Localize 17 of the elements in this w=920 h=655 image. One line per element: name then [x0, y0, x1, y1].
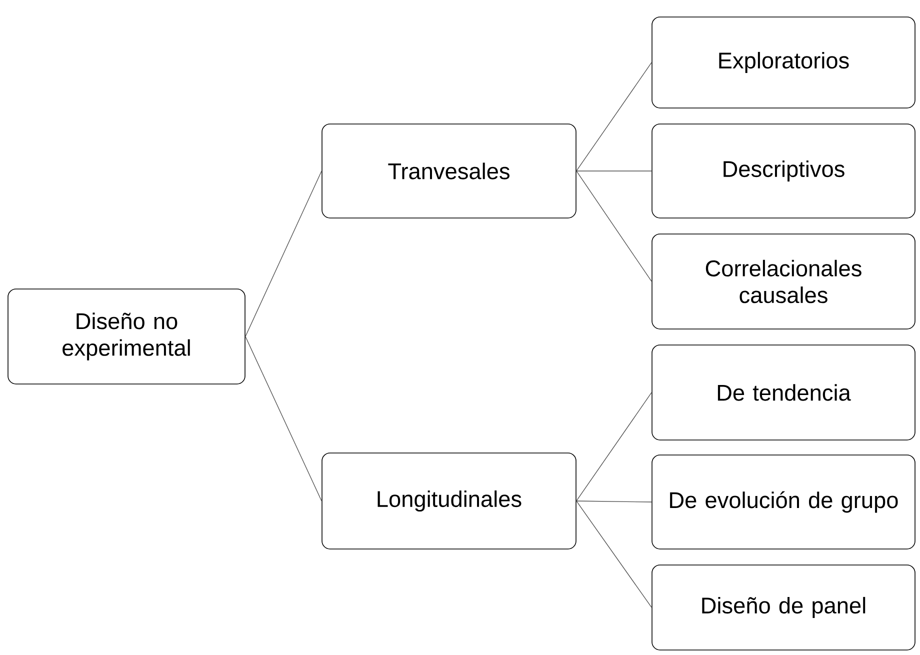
connector-line: [576, 500, 652, 608]
category-box: Longitudinales: [322, 452, 576, 550]
connector-line: [245, 170, 322, 337]
category-box: Diseño no experimental: [8, 288, 246, 384]
connector-line: [576, 62, 652, 172]
connector-line: [576, 392, 652, 502]
category-box: Tranvesales: [322, 124, 576, 218]
connector-line: [576, 170, 652, 282]
connector-line: [576, 170, 652, 172]
category-box: Correlacionales causales: [652, 234, 916, 330]
category-box: Descriptivos: [652, 124, 916, 218]
category-box: De evolución de grupo: [652, 454, 916, 550]
connector-line: [576, 500, 652, 502]
category-box: Exploratorios: [652, 16, 916, 108]
category-box: Diseño de panel: [652, 564, 916, 650]
connector-line: [245, 336, 322, 502]
category-box: De tendencia: [652, 344, 916, 440]
